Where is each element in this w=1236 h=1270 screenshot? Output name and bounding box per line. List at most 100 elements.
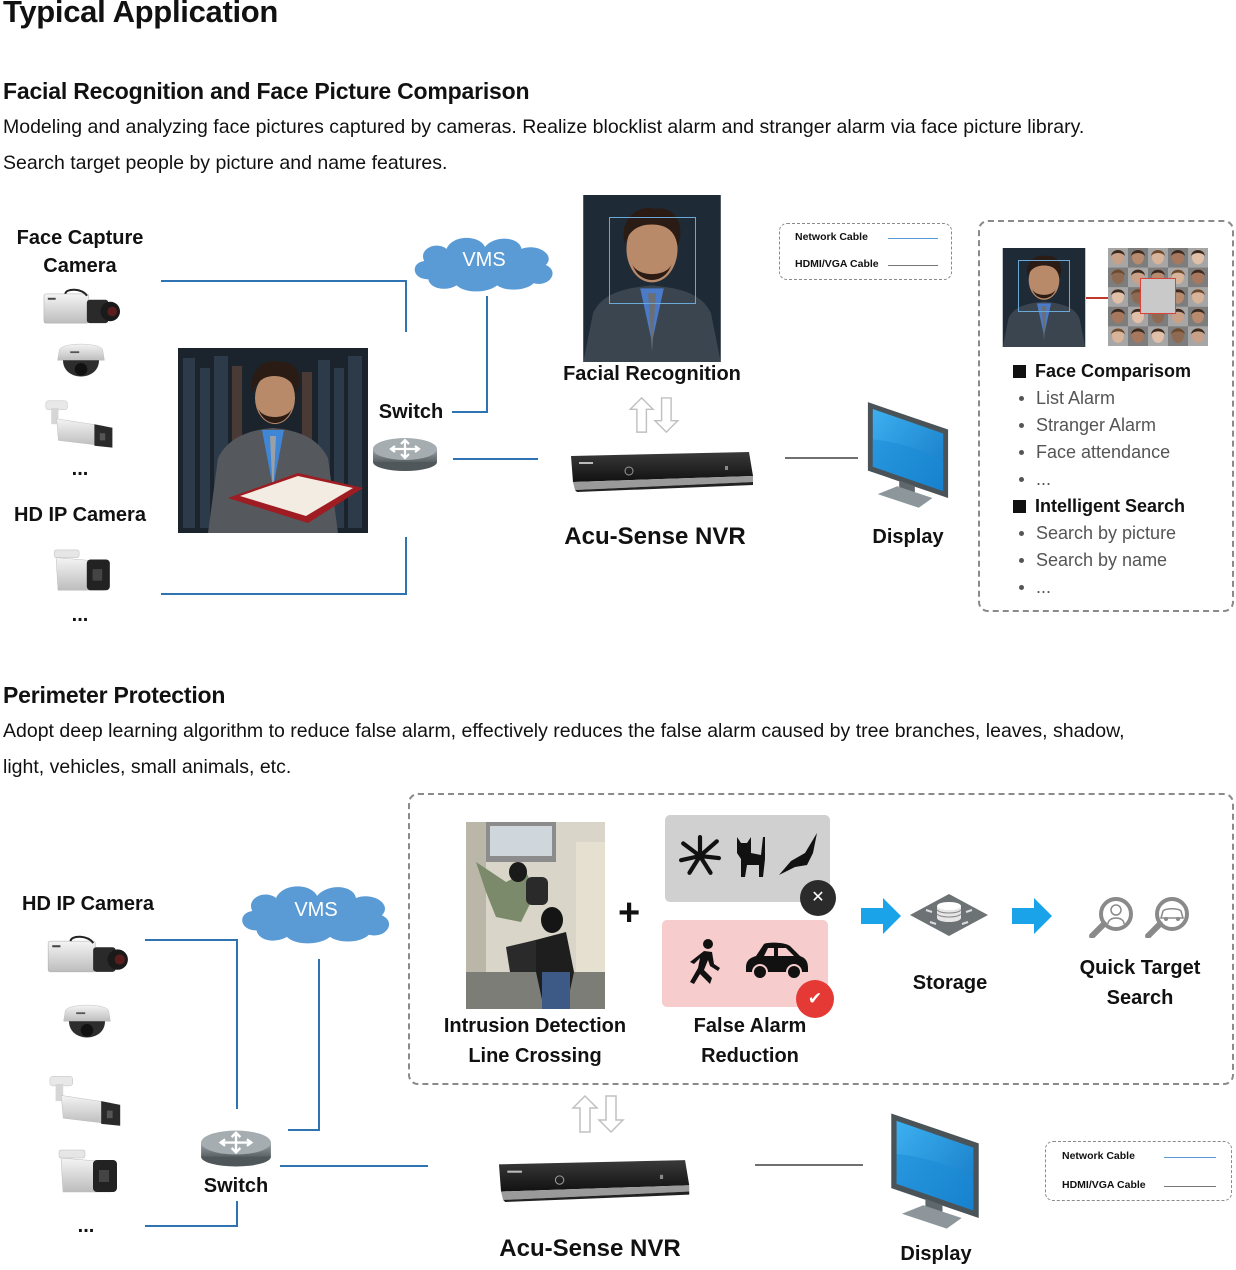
bullet-icon: [1019, 585, 1024, 590]
bullet-camera-icon: [44, 398, 116, 454]
hdmi-cable-line: [755, 1164, 863, 1166]
face-detection-box: [1018, 260, 1070, 312]
bullet-camera-icon: [52, 1148, 124, 1198]
cable-legend: Network Cable HDMI/VGA Cable: [779, 223, 952, 280]
pedestrian-icon: [690, 939, 720, 984]
legend-hdmi-line: [1164, 1186, 1216, 1187]
accepted-objects-panel: [662, 920, 828, 1007]
display-monitor-icon: [864, 398, 952, 510]
car-icon: [746, 942, 808, 980]
face-features-panel: [978, 220, 1234, 612]
feature-item-label: ...: [1036, 577, 1052, 597]
box-camera-icon: [46, 935, 128, 980]
feature-item-label: Search by picture: [1036, 523, 1177, 543]
network-cable-line: [145, 1225, 238, 1227]
network-cable-line: [145, 939, 238, 941]
facial-recognition-photo: [582, 195, 722, 362]
display-label: Display: [872, 526, 944, 548]
quick-target-search-label-2: Search: [1106, 987, 1174, 1009]
bullet-icon: [1019, 558, 1024, 563]
face-tile: [1188, 267, 1208, 288]
captured-face-thumbnail: [1002, 248, 1086, 347]
feature-item: ...: [1013, 574, 1191, 601]
cat-icon: [737, 837, 765, 877]
flow-arrow-icon: [1012, 898, 1052, 934]
network-cable-line: [452, 411, 488, 413]
face-tile: [1188, 326, 1208, 346]
feature-item: Face attendance: [1013, 439, 1191, 466]
plus-sign: +: [618, 892, 641, 934]
cable-legend: Network Cable HDMI/VGA Cable: [1045, 1141, 1232, 1201]
feature-group-heading: Intelligent Search: [1013, 493, 1191, 520]
nvr-device-icon: [565, 448, 755, 492]
face-tile: [1148, 248, 1168, 268]
feature-item: Stranger Alarm: [1013, 412, 1191, 439]
feature-group-title: Intelligent Search: [1035, 496, 1186, 516]
display-label: Display: [900, 1243, 972, 1265]
ellipsis: ...: [71, 604, 89, 626]
feature-list: Face Comparisom List Alarm Stranger Alar…: [1013, 358, 1191, 601]
ellipsis: ...: [71, 458, 89, 480]
section-title-perimeter-protection: Perimeter Protection: [3, 682, 226, 708]
face-tile: [1128, 326, 1148, 346]
bullet-icon: [1019, 450, 1024, 455]
intrusion-detection-label-1: Intrusion Detection: [443, 1015, 627, 1037]
bullet-camera-icon: [48, 1074, 124, 1132]
face-tile: [1108, 326, 1128, 346]
network-cable-line: [161, 593, 407, 595]
person-reading-photo: [178, 348, 368, 533]
rejected-objects-panel: [665, 815, 830, 902]
section-description-line-2: light, vehicles, small animals, etc.: [3, 756, 292, 778]
dome-camera-icon: [54, 338, 108, 388]
vms-label: VMS: [462, 249, 506, 271]
face-tile: [1148, 326, 1168, 346]
network-cable-line: [405, 280, 407, 332]
vms-cloud: VMS: [235, 878, 397, 944]
network-cable-line: [161, 280, 407, 282]
face-capture-camera-label-2: Camera: [43, 255, 117, 277]
switch-label: Switch: [203, 1175, 269, 1197]
analysis-panel: [408, 793, 1234, 1085]
intrusion-detection-label-2: Line Crossing: [468, 1045, 602, 1067]
switch-icon: [372, 436, 438, 472]
face-detection-box: [609, 217, 696, 304]
network-cable-line: [280, 1165, 428, 1167]
feature-item-label: Face attendance: [1036, 442, 1171, 462]
face-tile: [1108, 287, 1128, 307]
feature-item-label: Stranger Alarm: [1036, 415, 1157, 435]
dome-camera-icon: [60, 998, 114, 1050]
bird-icon: [779, 833, 817, 875]
hd-ip-camera-label: HD IP Camera: [22, 893, 154, 915]
intrusion-photo: [466, 822, 605, 1009]
face-tile: [1188, 287, 1208, 307]
feature-item: Search by picture: [1013, 520, 1191, 547]
vms-label: VMS: [294, 899, 338, 921]
false-alarm-label-2: Reduction: [701, 1045, 799, 1067]
bullet-icon: [1019, 423, 1024, 428]
legend-network-label: Network Cable: [1062, 1150, 1135, 1162]
network-cable-line: [288, 1129, 320, 1131]
reject-x-icon: ✕: [800, 880, 836, 916]
face-tile: [1168, 326, 1188, 346]
section-description-line-1: Modeling and analyzing face pictures cap…: [3, 116, 1085, 138]
face-tile: [1108, 248, 1128, 268]
flow-arrow-icon: [861, 898, 901, 934]
legend-hdmi-line: [888, 265, 938, 266]
feature-item-label: Search by name: [1036, 550, 1168, 570]
network-cable-line: [318, 959, 320, 1131]
legend-network-label: Network Cable: [795, 231, 868, 243]
face-capture-camera-label-1: Face Capture: [16, 227, 144, 249]
bidirectional-arrow-icon: [570, 1094, 626, 1134]
switch-icon: [200, 1128, 272, 1168]
network-cable-line: [236, 1201, 238, 1227]
legend-network-line: [888, 238, 938, 239]
quick-target-search-label-1: Quick Target: [1079, 957, 1201, 979]
feature-item: List Alarm: [1013, 385, 1191, 412]
legend-network-line: [1164, 1157, 1216, 1158]
vms-cloud: VMS: [408, 230, 560, 292]
network-cable-line: [405, 537, 407, 595]
square-bullet-icon: [1013, 365, 1026, 378]
feature-item: ...: [1013, 466, 1191, 493]
legend-hdmi-label: HDMI/VGA Cable: [795, 258, 879, 270]
feature-item: Search by name: [1013, 547, 1191, 574]
